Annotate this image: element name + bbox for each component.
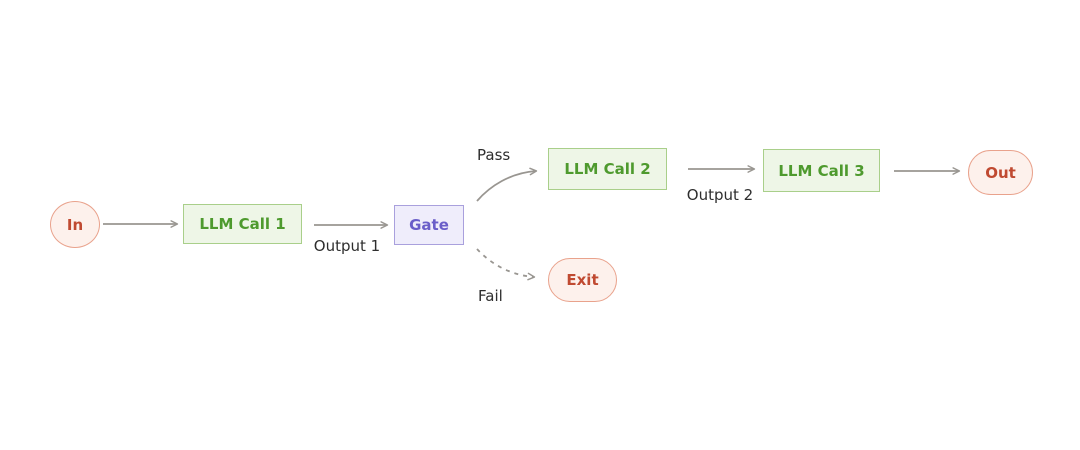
edge-label-output-1: Output 1 [313,237,381,255]
edge-label-output-2: Output 2 [686,186,754,204]
arrow-gate-to-llm-call-2-pass [476,167,538,202]
node-exit: Exit [548,258,617,302]
arrow-gate-to-exit-fail [476,248,536,281]
node-llm-call-2: LLM Call 2 [548,148,667,190]
edge-label-pass: Pass [477,146,511,164]
edge-label-fail: Fail [478,287,503,305]
node-in: In [50,201,100,248]
node-gate: Gate [394,205,464,245]
node-out: Out [968,150,1033,195]
node-llm-call-1: LLM Call 1 [183,204,302,244]
node-llm-call-3: LLM Call 3 [763,149,880,192]
